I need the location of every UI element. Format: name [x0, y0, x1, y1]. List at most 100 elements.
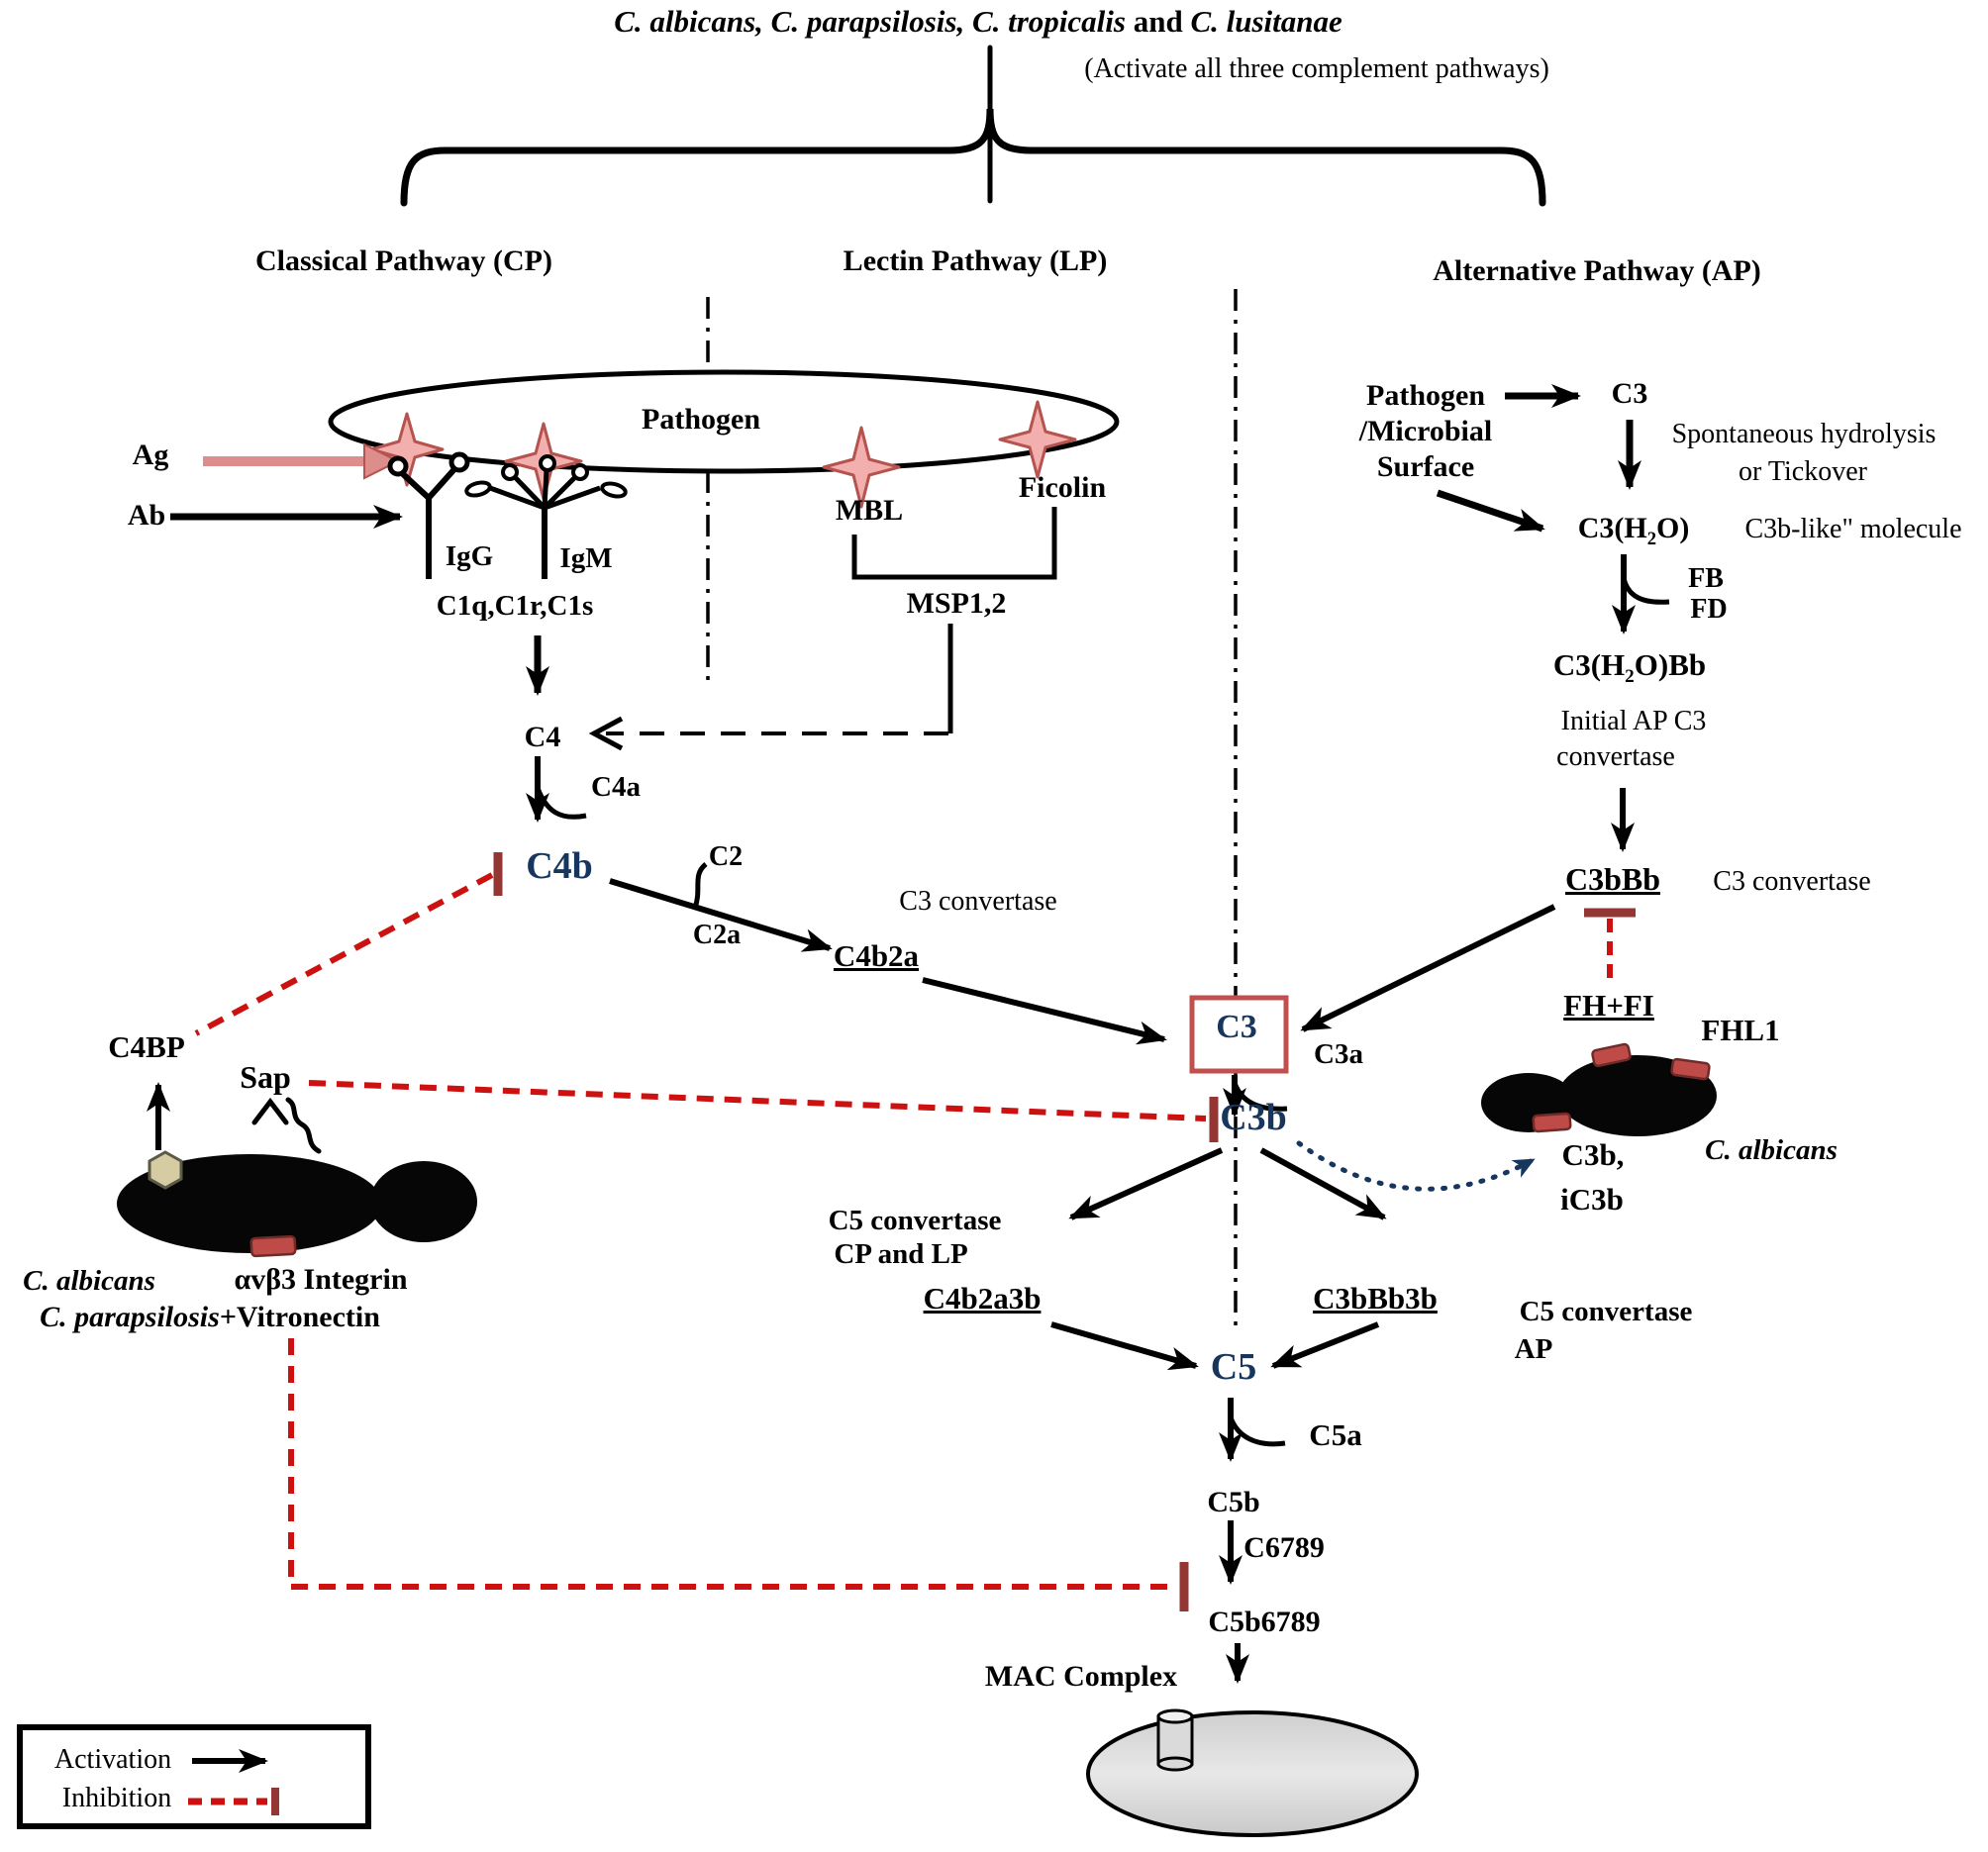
c3-convertase-ap: C3 convertase — [1713, 866, 1871, 897]
c3-to-c3b-arrow — [1223, 1075, 1288, 1118]
c5b-label: C5b — [1207, 1486, 1260, 1518]
c5-to-c5b-arrow — [1219, 1398, 1286, 1462]
c4bp-inhibition-dash — [194, 872, 494, 1036]
surface-to-c3h2o-arrow — [1436, 489, 1545, 533]
c5b6789-label: C5b6789 — [1208, 1606, 1321, 1638]
c2-label: C2 — [708, 841, 744, 872]
legend-box — [17, 1724, 371, 1829]
pathogen-ellipse — [328, 369, 1120, 474]
receptor-icon — [1532, 1112, 1572, 1133]
c4bp-receptor-icon — [148, 1150, 183, 1190]
c3bbb-label: C3bBb — [1564, 861, 1661, 897]
fhfi-inhibition — [1584, 908, 1636, 986]
integrin-receptor-icon — [249, 1234, 297, 1258]
or-tickover: or Tickover — [1739, 456, 1867, 487]
ficolin-label: Ficolin — [1018, 471, 1107, 504]
c3bbb3b-to-c5-arrow — [1270, 1321, 1380, 1369]
c3h2o-label: C3(H2O) — [1578, 513, 1690, 549]
legend-inhibition: Inhibition — [61, 1783, 172, 1813]
c3h2obb-label-part-2: O)Bb — [1634, 647, 1707, 682]
c3b-label: C3b — [1220, 1097, 1287, 1138]
pathogen-label: Pathogen — [642, 403, 760, 436]
sap-squiggle — [251, 1097, 322, 1154]
c5-convertase-ap-1: C5 convertase — [1519, 1296, 1693, 1327]
c3b-like: C3b-like" molecule — [1744, 514, 1962, 544]
c6789-label: C6789 — [1243, 1531, 1325, 1564]
c5-label: C5 — [1210, 1346, 1257, 1388]
spont-hydrolysis: Spontaneous hydrolysis — [1671, 419, 1937, 449]
ap-header: Alternative Pathway (AP) — [1433, 254, 1761, 287]
c3h2o-to-c3h2obb-arrow — [1612, 554, 1670, 634]
vitronectin-inhibition-dash — [288, 1338, 1176, 1590]
c3h2obb-label: C3(H2O)Bb — [1552, 647, 1707, 688]
parapsilosis-vitronectin-part-0: C. parapsilosis — [40, 1301, 220, 1333]
igm-label: IgM — [559, 542, 613, 574]
c3-convertase-cp: C3 convertase — [899, 886, 1057, 917]
igg-icon — [387, 451, 470, 579]
c3h2o-label-part-2: O) — [1655, 512, 1690, 544]
fb-label: FB — [1688, 563, 1724, 594]
c5-convertase-cp-2: CP and LP — [834, 1238, 968, 1270]
c3-box — [1189, 995, 1289, 1074]
ag-label: Ag — [132, 439, 169, 471]
ab-label: Ab — [127, 499, 166, 532]
top-brace — [400, 45, 1546, 207]
mac-pore-icon — [1156, 1708, 1194, 1772]
avb3-label: αvβ3 Integrin — [234, 1264, 407, 1296]
parapsilosis-vitronectin: C. parapsilosis+Vitronectin — [40, 1302, 380, 1333]
c4bp-label: C4BP — [108, 1029, 185, 1064]
c3bbb-to-c3-arrow — [1300, 904, 1556, 1032]
parapsilosis-vitronectin-part-1: +Vitronectin — [219, 1301, 380, 1333]
avb3-label-part-0: αvβ3 Integrin — [234, 1263, 408, 1296]
subtitle: (Activate all three complement pathways) — [1084, 53, 1549, 84]
c4b-label: C4b — [526, 845, 593, 887]
title: C. albicans, C. parapsilosis, C. tropica… — [614, 4, 1342, 39]
mac-membrane — [1086, 1708, 1419, 1837]
c5-convertase-cp-1: C5 convertase — [828, 1205, 1002, 1236]
c-albicans-left: C. albicans — [23, 1265, 155, 1297]
sap-inhibition-dash — [308, 1080, 1207, 1121]
c3h2obb-label-part-0: C3(H — [1552, 647, 1626, 682]
mac-label: MAC Complex — [984, 1660, 1178, 1693]
c4b-to-c4b2a-arrow — [609, 862, 833, 952]
fhfi-label: FH+FI — [1563, 988, 1654, 1023]
c3h2o-label-part-1: 2 — [1646, 529, 1656, 549]
receptor-icon — [1591, 1042, 1632, 1068]
title-part-2: C. lusitanae — [1190, 4, 1342, 39]
lp-header: Lectin Pathway (LP) — [843, 244, 1108, 277]
c3h2o-label-part-0: C3(H — [1577, 512, 1647, 544]
albicans-cell-left — [117, 1150, 477, 1258]
c3b-deposit: C3b, — [1561, 1137, 1625, 1172]
igg-label: IgG — [445, 540, 494, 572]
mbl-ficolin-bracket — [851, 507, 1057, 580]
c3-box-label: C3 — [1216, 1009, 1257, 1045]
albicans-cell-right — [1481, 1042, 1717, 1136]
c5-convertase-ap-2: AP — [1514, 1333, 1553, 1365]
initial-ap-2: convertase — [1556, 741, 1675, 772]
c3b-to-c3bbb3b-arrow — [1259, 1147, 1387, 1220]
c3h2obb-label-part-1: 2 — [1625, 666, 1635, 688]
cp-header: Classical Pathway (CP) — [255, 244, 552, 277]
initial-ap-1: Initial AP C3 — [1560, 706, 1707, 736]
ap-pathogen-3: Surface — [1376, 450, 1475, 483]
c5a-label: C5a — [1309, 1417, 1362, 1452]
msp-to-c4-dashed-arrow — [588, 716, 948, 751]
ag-arrow — [203, 442, 401, 480]
ap-pathogen-2: /Microbial — [1358, 415, 1493, 447]
c4a-label: C4a — [591, 771, 641, 803]
ap-pathogen-1: Pathogen — [1366, 379, 1485, 412]
igm-icon — [464, 454, 628, 579]
msp-label: MSP1,2 — [906, 587, 1007, 620]
legend-activation: Activation — [53, 1744, 172, 1775]
title-part-1: and — [1125, 4, 1191, 39]
c1qrs-label: C1q,C1r,C1s — [436, 590, 594, 622]
ic3b-label: iC3b — [1560, 1182, 1624, 1217]
c-albicans-right: C. albicans — [1705, 1134, 1838, 1166]
mbl-label: MBL — [835, 494, 904, 527]
c2a-label: C2a — [692, 920, 742, 950]
c4-label: C4 — [524, 721, 561, 753]
fd-label: FD — [1690, 594, 1728, 625]
fhl1-label: FHL1 — [1701, 1013, 1780, 1047]
